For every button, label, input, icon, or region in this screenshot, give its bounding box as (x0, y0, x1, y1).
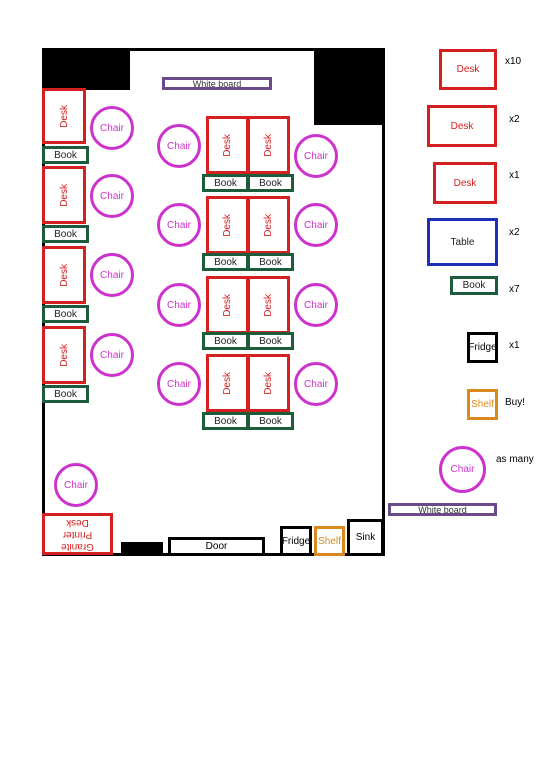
center-book-1a: Book (202, 174, 249, 192)
legend-table: Table (427, 218, 498, 266)
sink: Sink (347, 519, 384, 556)
granite-desk-label-line2: Desk (66, 517, 89, 528)
corner-block-top-left (42, 48, 130, 90)
center-book-3a: Book (202, 332, 249, 350)
left-book-4: Book (42, 385, 89, 403)
legend-book-qty: x7 (509, 284, 520, 295)
legend-chair-qty: as many (496, 454, 534, 465)
center-book-1b: Book (247, 174, 294, 192)
center-desk-1b: Desk (247, 116, 290, 174)
granite-printer-desk: Granite Printer Desk (42, 513, 113, 555)
center-right-chair-2: Chair (294, 203, 338, 247)
legend-desk-small-qty: x1 (509, 170, 520, 181)
legend-desk-large: Desk (439, 49, 497, 90)
fridge-in-room: Fridge (280, 526, 312, 556)
left-book-3: Book (42, 305, 89, 323)
left-chair-2: Chair (90, 174, 134, 218)
left-desk-3: Desk (42, 246, 86, 304)
legend-desk-large-qty: x10 (505, 56, 522, 67)
granite-desk-label-line1: Granite Printer (61, 529, 94, 552)
legend-white-board: White board (388, 503, 497, 516)
legend-desk-medium: Desk (427, 105, 497, 147)
center-left-chair-2: Chair (157, 203, 201, 247)
legend-table-qty: x2 (509, 227, 520, 238)
center-left-chair-1: Chair (157, 124, 201, 168)
center-book-2b: Book (247, 253, 294, 271)
legend-fridge: Fridge (467, 332, 498, 363)
center-desk-2b: Desk (247, 196, 290, 254)
white-board-top: White board (162, 77, 272, 90)
legend-desk-medium-qty: x2 (509, 114, 520, 125)
center-book-4b: Book (247, 412, 294, 430)
center-desk-4a: Desk (206, 354, 249, 412)
center-right-chair-1: Chair (294, 134, 338, 178)
center-desk-3a: Desk (206, 276, 249, 334)
center-desk-4b: Desk (247, 354, 290, 412)
center-desk-2a: Desk (206, 196, 249, 254)
left-chair-1: Chair (90, 106, 134, 150)
legend-shelf: Shelf (467, 389, 498, 420)
center-right-chair-3: Chair (294, 283, 338, 327)
corner-block-top-right (314, 48, 385, 125)
center-desk-3b: Desk (247, 276, 290, 334)
center-book-2a: Book (202, 253, 249, 271)
legend-chair: Chair (439, 446, 486, 493)
left-desk-4: Desk (42, 326, 86, 384)
left-book-1: Book (42, 146, 89, 164)
center-left-chair-4: Chair (157, 362, 201, 406)
left-book-2: Book (42, 225, 89, 243)
left-desk-1: Desk (42, 88, 86, 144)
left-desk-2: Desk (42, 166, 86, 224)
left-chair-4: Chair (90, 333, 134, 377)
center-right-chair-4: Chair (294, 362, 338, 406)
center-left-chair-3: Chair (157, 283, 201, 327)
legend-shelf-qty: Buy! (505, 397, 526, 408)
legend-fridge-qty: x1 (509, 340, 520, 351)
door: Door (168, 537, 265, 556)
left-chair-3: Chair (90, 253, 134, 297)
center-book-3b: Book (247, 332, 294, 350)
center-desk-1a: Desk (206, 116, 249, 174)
center-book-4a: Book (202, 412, 249, 430)
legend-desk-small: Desk (433, 162, 497, 204)
shelf-in-room: Shelf (314, 526, 345, 556)
granite-desk-chair: Chair (54, 463, 98, 507)
legend-book: Book (450, 276, 498, 295)
door-frame-block (121, 542, 163, 556)
